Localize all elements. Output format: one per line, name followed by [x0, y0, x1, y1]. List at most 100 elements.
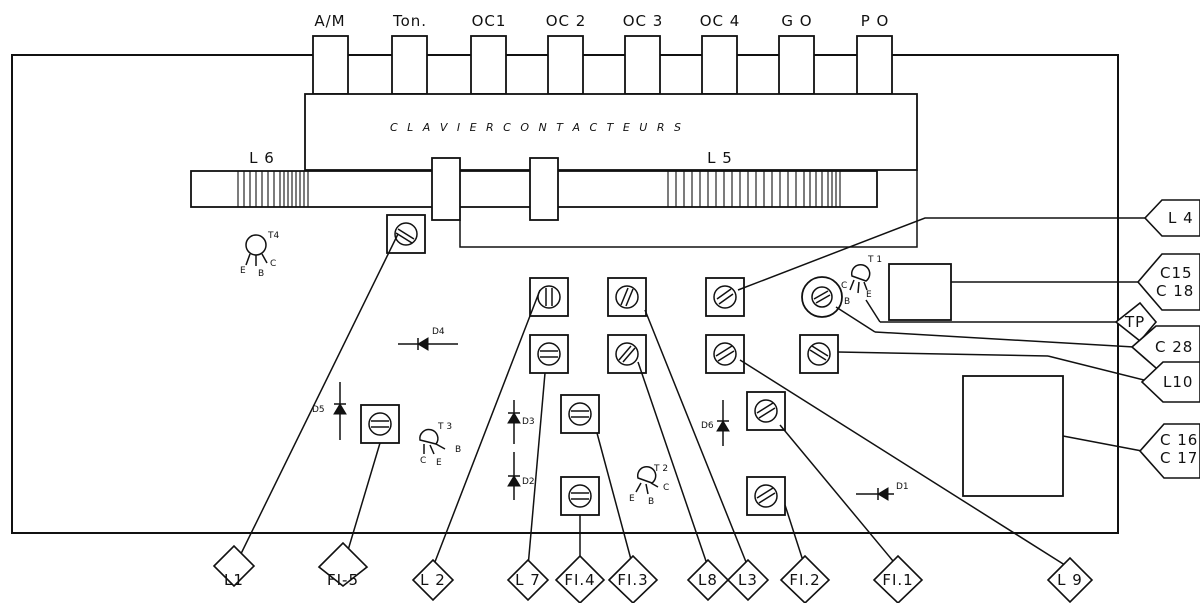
key-go-label: G O: [781, 12, 812, 30]
key-row: A/M Ton. OC1 OC 2 OC 3 OC 4 G O P O: [312, 12, 893, 95]
t2-pin-b: B: [648, 497, 654, 507]
t4-pin-c: C: [270, 259, 276, 269]
coil-l6-label: L 6: [249, 149, 275, 167]
key-am[interactable]: [312, 35, 349, 95]
key-oc4[interactable]: [701, 35, 738, 95]
screw-fi2[interactable]: [746, 476, 786, 516]
screw-l7[interactable]: [529, 334, 569, 374]
t3-pin-c: C: [420, 456, 426, 466]
keyboard-label: C L A V I E R C O N T A C T E U R S: [390, 121, 684, 134]
diode-d4: D4: [398, 327, 458, 351]
screw-fi5[interactable]: [360, 404, 400, 444]
callout-c28-shape: [1130, 325, 1200, 369]
key-po[interactable]: [856, 35, 893, 95]
callout-fi3[interactable]: FI.3: [617, 571, 648, 589]
diode-d2: D2: [507, 452, 535, 500]
callout-c15[interactable]: C15: [1160, 264, 1193, 282]
screw-l4[interactable]: [705, 277, 745, 317]
diode-d1: D1: [856, 482, 909, 501]
coil-l5-label: L 5: [707, 149, 733, 167]
transistor-t3: T 3 C E B: [419, 422, 461, 468]
bar-clamp-left: [431, 157, 461, 221]
t3-pin-e: E: [436, 458, 442, 468]
key-oc1-label: OC1: [472, 12, 507, 30]
diode-d3: D3: [507, 400, 535, 444]
callout-l1[interactable]: L1: [224, 571, 244, 589]
callout-l8[interactable]: L8: [698, 571, 718, 589]
keyboard-block: [304, 93, 918, 171]
key-oc4-label: OC 4: [700, 12, 741, 30]
callout-l4-shape: [1143, 199, 1200, 237]
t2-pin-c: C: [663, 483, 669, 493]
key-ton[interactable]: [391, 35, 428, 95]
callouts-bottom: L1 FI-5 L 2 L 7 FI.4 FI.3 L8 L3 FI.2 FI.…: [212, 541, 1094, 603]
screw-l9[interactable]: [705, 334, 745, 374]
capacitor-c15-c18: [888, 263, 952, 321]
screw-l2[interactable]: [529, 277, 569, 317]
t3-label: T 3: [437, 422, 452, 432]
callout-tp[interactable]: TP: [1124, 313, 1145, 331]
d1-label: D1: [896, 482, 909, 492]
transistor-t2: T 2 E B C: [629, 464, 669, 507]
callouts-right: L 4 C15 C 18 TP C 28 L10 C 16 C 17: [1114, 199, 1200, 479]
callout-l10-shape: [1140, 361, 1200, 403]
transistor-t1: T 1 C B E: [841, 255, 882, 307]
diode-d5: D5: [312, 382, 347, 440]
transistor-t4: T4 E B C: [240, 231, 279, 279]
callout-l3[interactable]: L3: [738, 571, 758, 589]
t2-label: T 2: [653, 464, 668, 474]
callout-c17[interactable]: C 17: [1160, 449, 1198, 467]
screw-fi1[interactable]: [746, 391, 786, 431]
callout-fi5[interactable]: FI-5: [327, 571, 359, 589]
d6-label: D6: [701, 421, 714, 431]
callout-l10[interactable]: L10: [1163, 373, 1193, 391]
d5-label: D5: [312, 405, 325, 415]
screw-l1[interactable]: [386, 214, 426, 254]
callout-c15-c18-shape: [1136, 253, 1200, 311]
t4-label: T4: [267, 231, 279, 241]
callout-l9[interactable]: L 9: [1057, 571, 1083, 589]
screw-fi4[interactable]: [560, 476, 600, 516]
key-go[interactable]: [778, 35, 815, 95]
key-oc3-label: OC 3: [623, 12, 664, 30]
t4-pin-e: E: [240, 266, 246, 276]
key-ton-label: Ton.: [392, 12, 427, 30]
leader-lines: [233, 217, 1147, 569]
t3-pin-b: B: [455, 445, 461, 455]
screw-fi3[interactable]: [560, 394, 600, 434]
screw-c28[interactable]: [801, 276, 843, 318]
t1-pin-e: E: [866, 290, 872, 300]
callout-fi1[interactable]: FI.1: [882, 571, 913, 589]
key-oc2-label: OC 2: [546, 12, 587, 30]
d2-label: D2: [522, 477, 535, 487]
coil-l5-winding: [667, 171, 841, 207]
t1-label: T 1: [867, 255, 882, 265]
bar-bracket: [459, 170, 918, 248]
callout-fi4[interactable]: FI.4: [564, 571, 595, 589]
bar-clamp-right: [529, 157, 559, 221]
key-oc3[interactable]: [624, 35, 661, 95]
screw-l10[interactable]: [799, 334, 839, 374]
callout-c28[interactable]: C 28: [1155, 338, 1193, 356]
callout-fi2[interactable]: FI.2: [789, 571, 820, 589]
screws: [360, 214, 843, 516]
callout-l4[interactable]: L 4: [1168, 209, 1194, 227]
t2-pin-e: E: [629, 494, 635, 504]
callout-c16[interactable]: C 16: [1160, 431, 1198, 449]
callout-l7[interactable]: L 7: [515, 571, 541, 589]
capacitor-c16-c17: [962, 375, 1064, 497]
key-am-label: A/M: [314, 12, 345, 30]
t4-pin-b: B: [258, 269, 264, 279]
d3-label: D3: [522, 417, 535, 427]
callout-c18[interactable]: C 18: [1156, 282, 1194, 300]
screw-l3[interactable]: [607, 277, 647, 317]
callout-c16-c17-shape: [1138, 423, 1200, 479]
callout-l2[interactable]: L 2: [420, 571, 446, 589]
key-oc2[interactable]: [547, 35, 584, 95]
t1-pin-c: C: [841, 281, 847, 291]
key-po-label: P O: [861, 12, 890, 30]
coil-l6-winding: [237, 171, 309, 207]
t1-pin-b: B: [844, 297, 850, 307]
key-oc1[interactable]: [470, 35, 507, 95]
